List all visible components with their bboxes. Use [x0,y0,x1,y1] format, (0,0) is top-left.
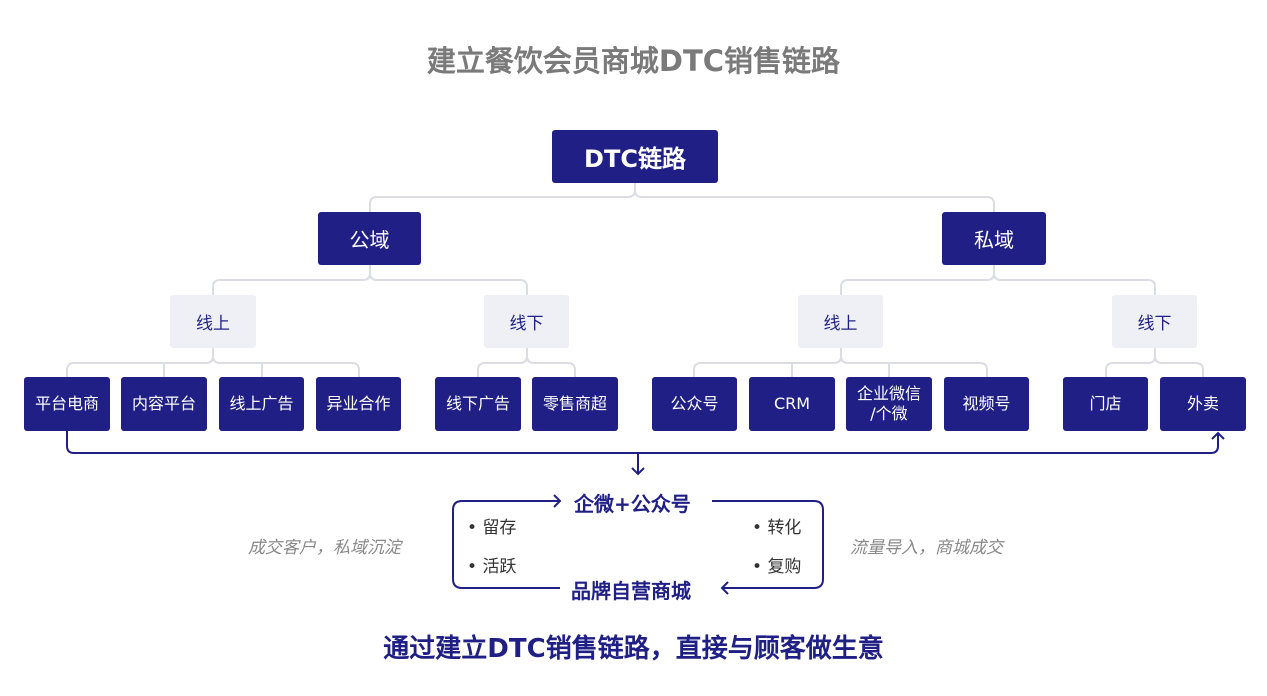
loop-top-label: 企微+公众号 [566,488,699,517]
node-private-online: 线上 [798,295,883,348]
leaf-node: 外卖 [1160,377,1246,431]
bullet-text: 留存 [482,518,517,538]
page-title: 建立餐饮会员商城DTC销售链路 [426,44,841,78]
loop-bottom-label: 品牌自营商城 [563,575,699,604]
leaf-node: 线下广告 [435,377,521,431]
leaf-node: 内容平台 [121,377,207,431]
node-private-domain: 私域 [942,212,1046,265]
leaf-node: 公众号 [652,377,737,431]
bullet-text: 活跃 [482,557,517,577]
node-public-online: 线上 [170,295,256,348]
leaf-node: 门店 [1063,377,1148,431]
bullet-item: • 活跃 [467,557,517,577]
bullet-item: • 转化 [752,518,802,538]
leaf-node: 线上广告 [219,377,304,431]
leaf-node: 平台电商 [24,377,110,431]
bullet-text: 复购 [767,557,802,577]
tree-connectors [66,183,1204,377]
flow-connectors [66,431,1225,595]
bullet-item: • 复购 [752,557,802,577]
side-note-right: 流量导入，商城成交 [850,538,1003,558]
bullet-text: 转化 [767,518,802,538]
leaf-node: 视频号 [944,377,1029,431]
node-public-domain: 公域 [318,212,421,265]
node-dtc-root: DTC链路 [552,130,718,183]
footer-caption: 通过建立DTC销售链路，直接与顾客做生意 [383,634,884,664]
leaf-node: CRM [749,377,835,431]
bullet-item: • 留存 [467,518,517,538]
leaf-node: 零售商超 [532,377,618,431]
leaf-node: 企业微信 /个微 [846,377,932,431]
leaf-node: 异业合作 [316,377,401,431]
node-private-offline: 线下 [1112,295,1197,348]
node-public-offline: 线下 [484,295,569,348]
side-note-left: 成交客户，私域沉淀 [248,538,401,558]
